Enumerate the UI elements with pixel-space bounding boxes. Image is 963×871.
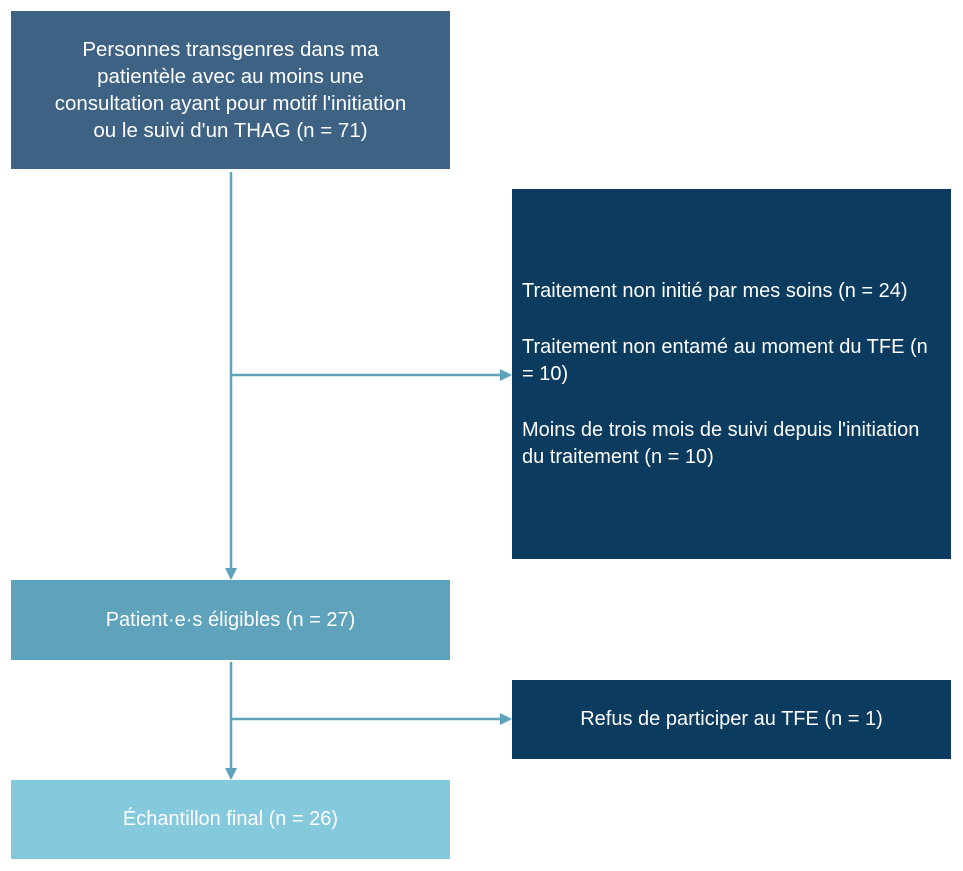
eligible-patients-label: Patient·e·s éligibles (n = 27): [105, 608, 356, 631]
exclusion-item-not-initiated: Traitement non initié par mes soins (n =…: [522, 279, 908, 302]
exclusion-criteria-box: Traitement non initié par mes soins (n =…: [512, 189, 951, 559]
final-sample-box: Échantillon final (n = 26): [11, 780, 450, 859]
eligible-patients-box: Patient·e·s éligibles (n = 27): [11, 580, 450, 660]
exclusion-item-short-followup: Moins de trois mois de suivi depuis l'in…: [522, 418, 920, 468]
final-sample-label: Échantillon final (n = 26): [122, 808, 339, 830]
exclusion-item-not-started: Traitement non entamé au moment du TFE (…: [522, 335, 928, 385]
start-population-label: Personnes transgenres dans ma patientèle…: [54, 38, 407, 142]
refusal-box: Refus de participer au TFE (n = 1): [512, 680, 951, 759]
refusal-label: Refus de participer au TFE (n = 1): [580, 708, 883, 730]
exclusion-list: Traitement non initié par mes soins (n =…: [522, 278, 941, 471]
start-population-box: Personnes transgenres dans ma patientèle…: [11, 11, 450, 169]
